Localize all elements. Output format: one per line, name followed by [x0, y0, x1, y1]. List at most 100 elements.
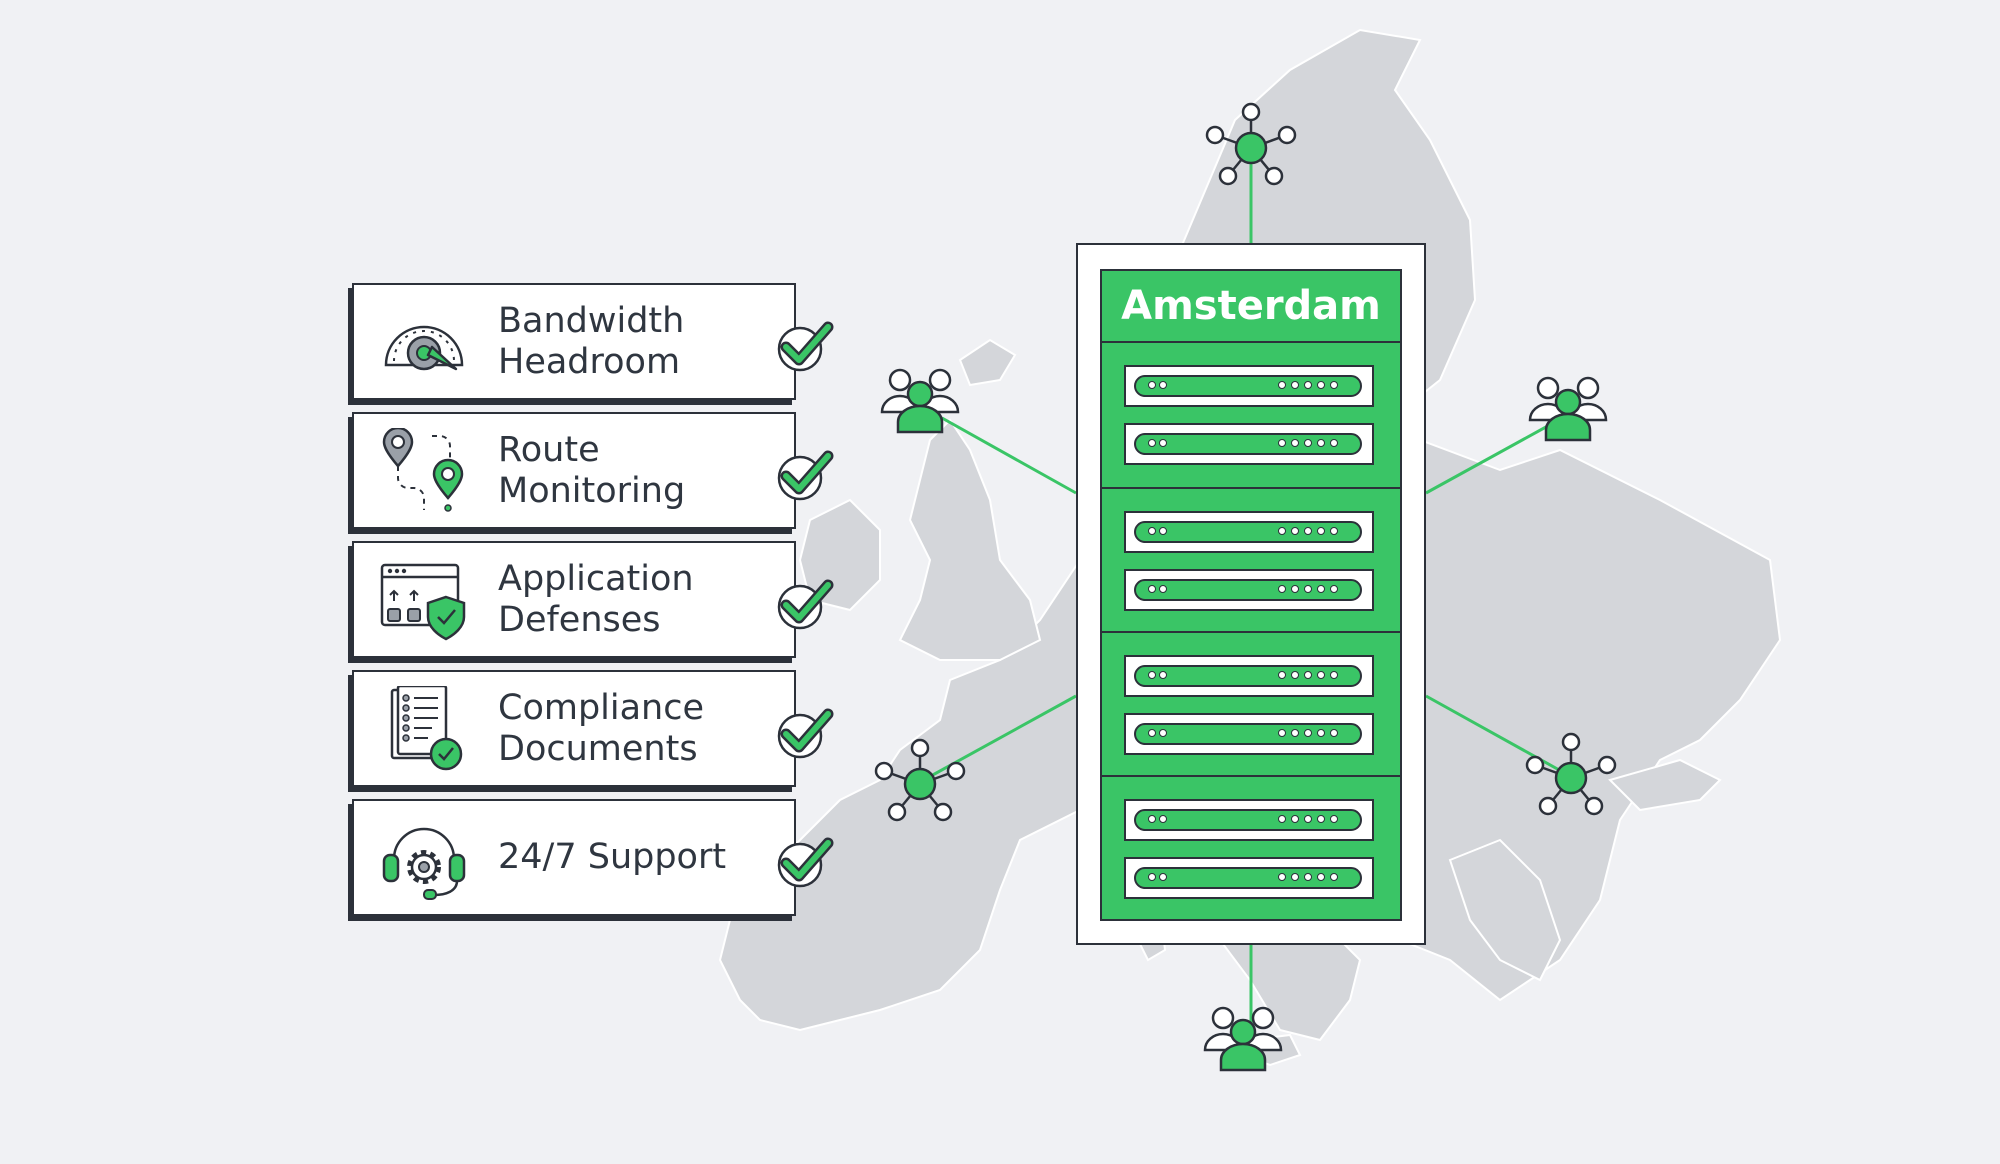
server-unit-bar: [1134, 375, 1362, 397]
check-icon: [777, 579, 834, 630]
server-led-icon: [1291, 729, 1299, 737]
server-led-icon: [1304, 815, 1312, 823]
server-unit-bar: [1134, 867, 1362, 889]
link-lower-right: [1425, 694, 1571, 778]
server-led-icon: [1330, 381, 1338, 389]
server-led-icon: [1330, 439, 1338, 447]
browser-shield-icon: [380, 563, 466, 641]
link-lower-left: [919, 694, 1077, 784]
map-turkey: [1608, 758, 1722, 812]
server-unit-bar: [1134, 521, 1362, 543]
server-led-icon: [1148, 527, 1156, 535]
server-unit: [1124, 511, 1374, 553]
link-upper-right: [1425, 420, 1556, 495]
rack-section: [1102, 487, 1400, 631]
server-led-icon: [1278, 527, 1286, 535]
server-unit-bar: [1134, 665, 1362, 687]
server-led-icon: [1148, 815, 1156, 823]
server-led-icon: [1148, 873, 1156, 881]
server-led-icon: [1278, 381, 1286, 389]
user-group-icon: [880, 368, 960, 434]
server-unit: [1124, 423, 1374, 465]
check-icon: [777, 837, 834, 888]
feature-label: Application Defenses: [498, 543, 694, 656]
server-unit: [1124, 799, 1374, 841]
server-unit-bar: [1134, 809, 1362, 831]
route-pins-icon: [382, 428, 464, 512]
server-led-icon: [1304, 527, 1312, 535]
feature-card-application: Application Defenses: [352, 541, 834, 658]
server-led-icon: [1317, 873, 1325, 881]
server-led-icon: [1278, 439, 1286, 447]
feature-title-line2: Headroom: [498, 341, 681, 382]
server-unit: [1124, 569, 1374, 611]
server-led-icon: [1317, 729, 1325, 737]
server-led-icon: [1291, 527, 1299, 535]
feature-card-bandwidth: Bandwidth Headroom: [352, 283, 834, 400]
server-led-icon: [1148, 439, 1156, 447]
server-unit-bar: [1134, 579, 1362, 601]
speedometer-icon: [384, 325, 464, 371]
feature-title-line2: Monitoring: [498, 470, 686, 511]
server-unit-bar: [1134, 433, 1362, 455]
server-led-icon: [1291, 873, 1299, 881]
feature-label: Route Monitoring: [498, 414, 685, 527]
user-group-icon: [1528, 376, 1608, 442]
server-led-icon: [1330, 873, 1338, 881]
server-led-icon: [1278, 815, 1286, 823]
server-led-icon: [1317, 671, 1325, 679]
feature-label: 24/7 Support: [498, 801, 726, 914]
server-rack: Amsterdam: [1076, 243, 1426, 945]
feature-card-route: Route Monitoring: [352, 412, 834, 529]
connection-lines: [919, 150, 1571, 1030]
server-unit: [1124, 365, 1374, 407]
server-title: Amsterdam: [1102, 271, 1400, 343]
server-led-icon: [1159, 439, 1167, 447]
link-upper-left: [941, 416, 1077, 495]
server-led-icon: [1304, 873, 1312, 881]
server-unit: [1124, 857, 1374, 899]
map-great-britain: [898, 418, 1042, 661]
server-led-icon: [1330, 527, 1338, 535]
server-led-icon: [1278, 585, 1286, 593]
feature-title-line1: Application: [498, 558, 694, 599]
map-balkans: [1448, 838, 1562, 982]
server-unit-bar: [1134, 723, 1362, 745]
rack-section: [1102, 343, 1400, 487]
server-led-icon: [1291, 381, 1299, 389]
server-led-icon: [1317, 527, 1325, 535]
server-led-icon: [1304, 439, 1312, 447]
server-led-icon: [1291, 671, 1299, 679]
server-led-icon: [1278, 671, 1286, 679]
feature-title-line1: Route: [498, 429, 600, 470]
server-led-icon: [1291, 815, 1299, 823]
server-led-icon: [1304, 585, 1312, 593]
feature-label: Bandwidth Headroom: [498, 285, 684, 398]
server-panel: Amsterdam: [1100, 269, 1402, 921]
server-led-icon: [1330, 729, 1338, 737]
map-ireland: [798, 498, 881, 612]
server-led-icon: [1330, 585, 1338, 593]
server-led-icon: [1330, 815, 1338, 823]
feature-title-line1: 24/7 Support: [498, 837, 727, 877]
server-unit: [1124, 713, 1374, 755]
server-led-icon: [1159, 585, 1167, 593]
server-led-icon: [1304, 671, 1312, 679]
check-icon: [777, 450, 834, 501]
check-icon: [777, 708, 834, 759]
feature-title-line2: Defenses: [498, 599, 661, 640]
feature-card-compliance: Compliance Documents: [352, 670, 834, 787]
server-led-icon: [1304, 729, 1312, 737]
map-iceland: [958, 338, 1017, 387]
feature-card-support: 24/7 Support: [352, 799, 834, 916]
server-led-icon: [1148, 729, 1156, 737]
check-icon: [777, 321, 834, 372]
server-led-icon: [1159, 527, 1167, 535]
server-led-icon: [1330, 671, 1338, 679]
server-led-icon: [1148, 671, 1156, 679]
user-group-icon: [1203, 1006, 1283, 1072]
feature-title-line2: Documents: [498, 728, 698, 769]
server-led-icon: [1317, 439, 1325, 447]
network-hub-icon: [874, 738, 966, 822]
